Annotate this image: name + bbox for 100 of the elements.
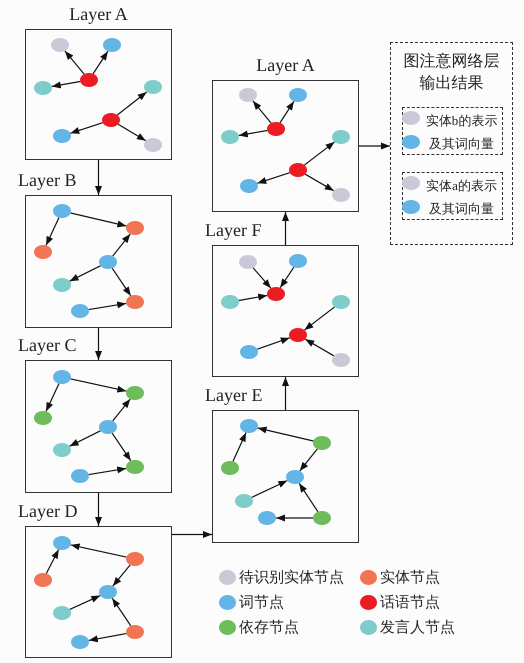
- graph-node-circle: [402, 135, 420, 149]
- graph-node-circle: [220, 460, 238, 474]
- arrow: [304, 141, 335, 166]
- graph-node-circle: [126, 294, 144, 308]
- graph-node-circle: [34, 244, 52, 258]
- graph-node-circle: [52, 606, 70, 620]
- layer-title: Layer B: [18, 170, 76, 190]
- arrow: [252, 100, 272, 124]
- arrow: [257, 172, 290, 184]
- arrow: [299, 448, 318, 472]
- graph-node-circle: [144, 80, 162, 94]
- arrow: [88, 633, 126, 642]
- arrow: [118, 124, 146, 142]
- graph-node-circle: [238, 254, 256, 268]
- legend-label: 依存节点: [239, 619, 299, 637]
- arrow: [238, 130, 268, 138]
- graph-node-circle: [312, 510, 330, 524]
- graph-node-circle: [102, 38, 120, 52]
- graph-node-circle: [144, 138, 162, 152]
- legend-label: 词节点: [239, 594, 284, 612]
- graph-node-circle: [220, 130, 238, 144]
- output-item-box: [402, 172, 502, 220]
- arrow: [95, 493, 102, 526]
- graph-node-circle: [52, 204, 70, 218]
- arrow: [64, 50, 85, 74]
- arrow: [257, 426, 314, 442]
- arrow: [46, 383, 60, 412]
- graph-node-circle: [402, 200, 420, 214]
- arrow: [252, 267, 272, 289]
- arrow: [46, 217, 60, 246]
- arrow: [69, 430, 101, 447]
- arrow: [70, 543, 126, 558]
- arrow: [172, 531, 212, 538]
- graph-node-circle: [234, 494, 252, 508]
- graph-node-circle: [126, 624, 144, 638]
- arrow: [95, 160, 102, 195]
- legend-label: 实体节点: [380, 569, 440, 587]
- arrow: [304, 306, 335, 331]
- arrow: [304, 174, 334, 192]
- arrow: [92, 50, 108, 74]
- arrow: [70, 595, 100, 610]
- graph-node-circle: [238, 88, 256, 102]
- layer-title: Layer D: [18, 501, 78, 521]
- arrow: [112, 432, 132, 462]
- graph-node-circle: [402, 176, 420, 190]
- graph-node-circle: [220, 294, 238, 308]
- arrow: [232, 432, 247, 462]
- graph-node-circle: [240, 178, 258, 192]
- layer-title: Layer A: [68, 4, 129, 24]
- arrow: [280, 100, 294, 124]
- output-item-text: 实体b的表示及其词向量: [424, 112, 498, 152]
- arrow: [52, 80, 80, 88]
- arrow: [88, 466, 126, 476]
- graph-node-circle: [288, 88, 306, 102]
- graph-node-circle: [312, 436, 330, 450]
- graph-node-circle: [258, 510, 276, 524]
- layer-title: Layer C: [18, 335, 76, 355]
- legend-label: 发言人节点: [380, 619, 455, 637]
- graph-node-circle: [286, 470, 304, 484]
- arrow: [257, 337, 290, 350]
- output-item-box: [402, 106, 502, 154]
- graph-node-circle: [34, 572, 52, 586]
- arrow: [70, 212, 127, 228]
- group-title: 图注意网络层输出结果: [402, 52, 500, 94]
- arrow: [359, 142, 390, 150]
- graph-node-circle: [102, 112, 120, 126]
- output-group-box: [390, 42, 513, 245]
- arrow: [112, 398, 131, 422]
- graph-node-circle: [266, 122, 284, 136]
- graph-node-circle: [98, 584, 116, 598]
- arrow: [70, 122, 103, 134]
- graph-node-circle: [126, 552, 144, 566]
- arrow: [280, 266, 294, 288]
- layer-title: Layer A: [255, 55, 316, 75]
- graph-node-circle: [34, 80, 52, 94]
- graph-node-circle: [98, 420, 116, 434]
- arrow: [69, 265, 101, 282]
- graph-node-circle: [70, 468, 88, 482]
- graph-node-circle: [52, 442, 70, 456]
- graph-node-circle: [80, 72, 98, 86]
- graph-node-circle: [126, 386, 144, 400]
- graph-node-circle: [240, 418, 258, 432]
- output-item-text: 实体a的表示及其词向量: [425, 176, 498, 218]
- graph-node-circle: [52, 278, 70, 292]
- arrow: [238, 294, 268, 302]
- graph-node-circle: [126, 220, 144, 234]
- layer-title: Layer F: [205, 220, 262, 240]
- graph-node-circle: [402, 111, 420, 125]
- arrow: [70, 378, 126, 393]
- arrow: [88, 301, 126, 310]
- graph-node-circle: [288, 162, 306, 176]
- arrow: [282, 212, 289, 245]
- arrow: [95, 328, 102, 360]
- graph-node-circle: [288, 254, 306, 268]
- arrow: [112, 234, 131, 256]
- graph-node-circle: [332, 352, 350, 366]
- graph-node-circle: [98, 254, 116, 268]
- graph-node-circle: [332, 294, 350, 308]
- arrow: [298, 482, 318, 512]
- arrow: [282, 377, 289, 410]
